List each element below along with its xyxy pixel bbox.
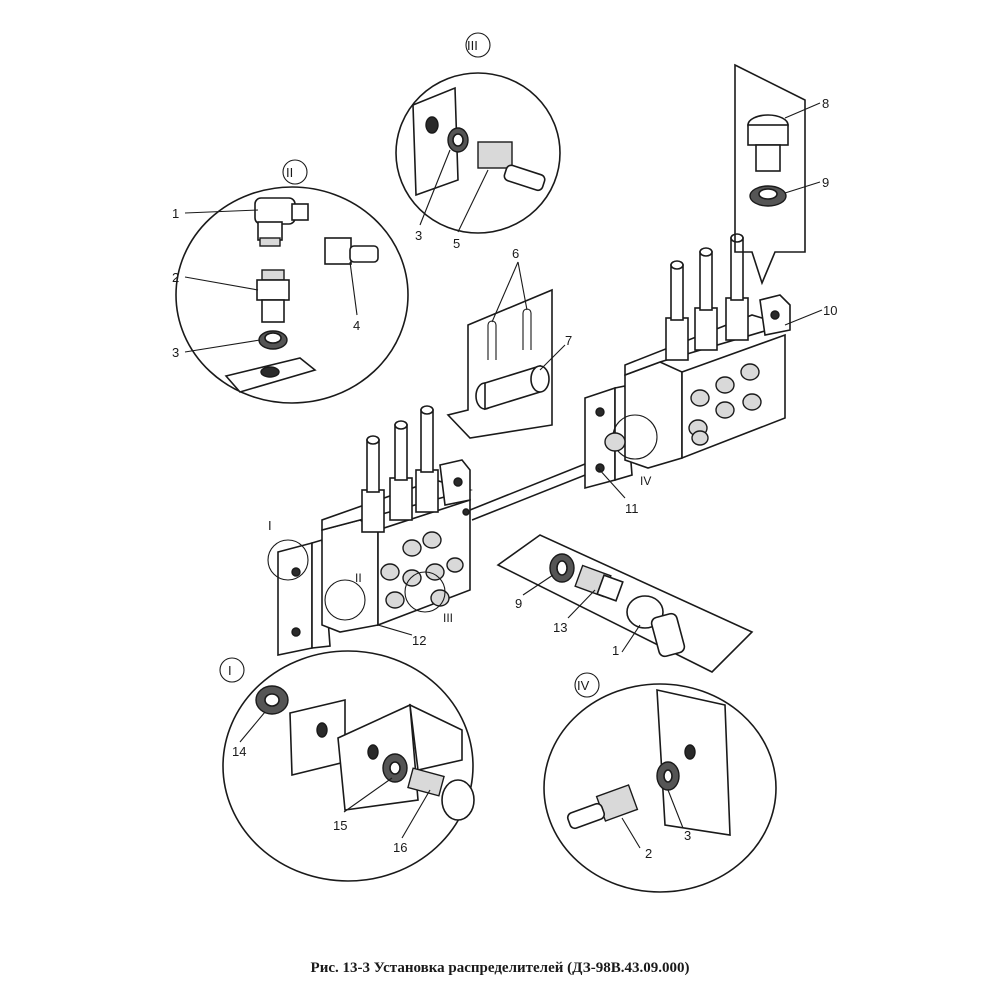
- label-1-lower: 1: [612, 643, 619, 658]
- label-9-top: 9: [822, 175, 829, 190]
- detail-I-label-14: 14: [232, 744, 246, 759]
- detail-II-label-2: 2: [172, 270, 179, 285]
- detail-pin-6-7: 6 7: [446, 246, 572, 439]
- detail-bolt-8-9: 8 9: [734, 63, 829, 286]
- marker-circle-III: [404, 571, 446, 613]
- detail-II-label-3: 3: [172, 345, 179, 360]
- label-8: 8: [822, 96, 829, 111]
- right-block-rods: [665, 233, 749, 361]
- detail-view-IV: IV 2 3: [543, 672, 777, 893]
- figure-caption: Рис. 13-3 Установка распределителей (ДЗ-…: [310, 960, 690, 976]
- left-block-rods: [361, 405, 439, 533]
- marker-label-I: I: [268, 518, 272, 533]
- left-distributor-block: [321, 405, 473, 633]
- label-7: 7: [565, 333, 572, 348]
- detail-I-title: I: [228, 663, 232, 678]
- label-11: 11: [625, 501, 639, 516]
- label-10: 10: [823, 303, 837, 318]
- label-12: 12: [412, 633, 426, 648]
- label-13: 13: [553, 620, 567, 635]
- label-6: 6: [512, 246, 519, 261]
- detail-II-label-1: 1: [172, 206, 179, 221]
- detail-I-label-16: 16: [393, 840, 407, 855]
- marker-label-IV: IV: [640, 474, 651, 488]
- main-assembly: I II III IV 11 12 10: [267, 233, 837, 656]
- detail-view-II: II 1 2 3 4: [172, 159, 409, 404]
- marker-circle-II: [324, 579, 366, 621]
- detail-IV-label-3: 3: [684, 828, 691, 843]
- marker-circle-I: [267, 539, 309, 581]
- detail-II-label-4: 4: [353, 318, 360, 333]
- right-block-fittings: [688, 363, 762, 446]
- detail-fittings-9-13-1: 9 13 1: [496, 534, 754, 673]
- detail-III-label-3: 3: [415, 228, 422, 243]
- detail-IV-title: IV: [577, 678, 590, 693]
- marker-label-II: II: [355, 571, 362, 585]
- right-distributor-block: [624, 233, 791, 469]
- detail-IV-label-2: 2: [645, 846, 652, 861]
- detail-III-label-5: 5: [453, 236, 460, 251]
- detail-II-title: II: [286, 165, 293, 180]
- detail-view-III: III 3 5: [395, 32, 561, 251]
- detail-view-I: I 14 15 16: [219, 650, 475, 882]
- marker-label-III: III: [443, 611, 453, 625]
- detail-III-title: III: [467, 38, 478, 53]
- label-9-lower: 9: [515, 596, 522, 611]
- detail-I-label-15: 15: [333, 818, 347, 833]
